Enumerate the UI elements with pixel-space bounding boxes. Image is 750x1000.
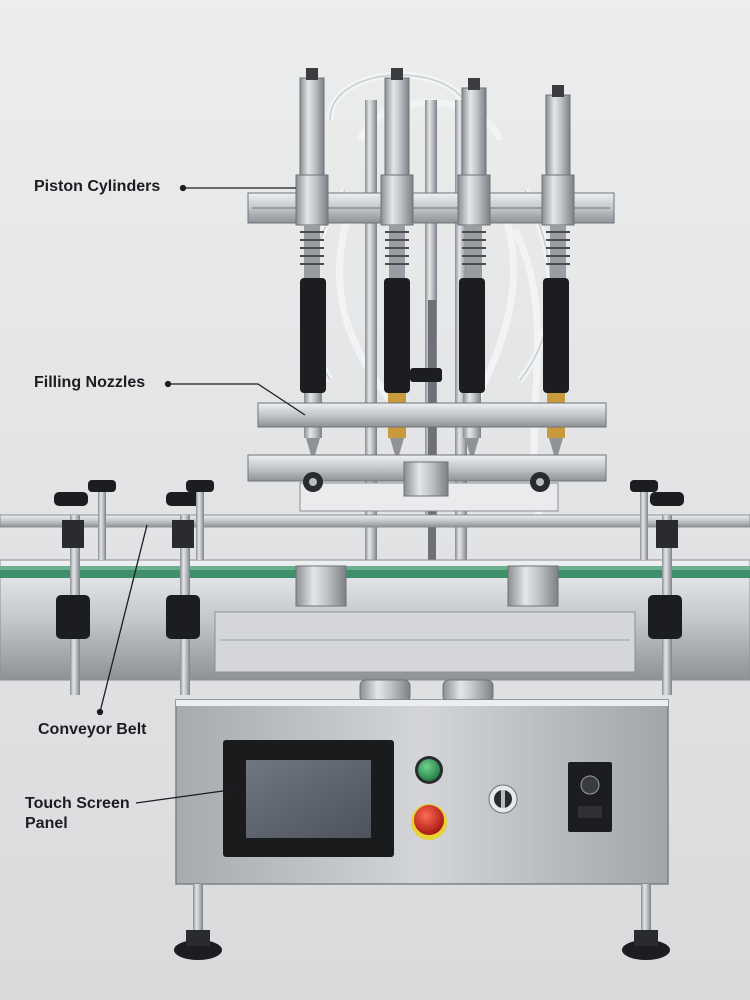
- column-bases: [359, 679, 494, 703]
- callout-touch-screen-panel: Touch Screen Panel: [25, 795, 130, 832]
- piston-cylinders: [295, 68, 575, 280]
- callout-leaders: [96, 184, 306, 804]
- touch-screen: [223, 740, 394, 857]
- rail-post-2: [166, 492, 200, 695]
- selector-knob: [488, 784, 518, 814]
- piston-cylinder-2: [380, 68, 414, 280]
- leader-touch-screen: [135, 789, 231, 804]
- sensor-right: [507, 565, 559, 607]
- rail-posts: [54, 480, 684, 695]
- rail-post-6: [648, 492, 684, 695]
- start-button: [415, 756, 443, 784]
- rail-post-1: [54, 492, 90, 695]
- nozzle-crossbars: [247, 368, 607, 512]
- rail-post-4: [186, 480, 214, 560]
- callout-conveyor-belt: Conveyor Belt: [38, 721, 147, 738]
- leveling-feet: [174, 884, 670, 960]
- control-cabinet: [175, 699, 669, 885]
- speed-controller: [568, 762, 612, 832]
- guide-rail: [0, 514, 750, 528]
- height-adjust-knob: [410, 368, 442, 382]
- piston-cylinder-1: [295, 68, 329, 280]
- callout-filling-nozzles: Filling Nozzles: [34, 374, 146, 391]
- piston-cylinder-3: [457, 78, 491, 280]
- piston-cylinder-4: [541, 85, 575, 280]
- filling-nozzles: [300, 278, 569, 462]
- callout-piston-cylinders: Piston Cylinders: [34, 178, 161, 195]
- leader-conveyor-belt: [99, 524, 148, 713]
- rail-post-5: [630, 480, 658, 560]
- rail-post-3: [88, 480, 116, 560]
- emergency-stop-button: [411, 804, 447, 840]
- leader-filling-nozzles: [168, 383, 306, 416]
- sensor-left: [295, 565, 347, 607]
